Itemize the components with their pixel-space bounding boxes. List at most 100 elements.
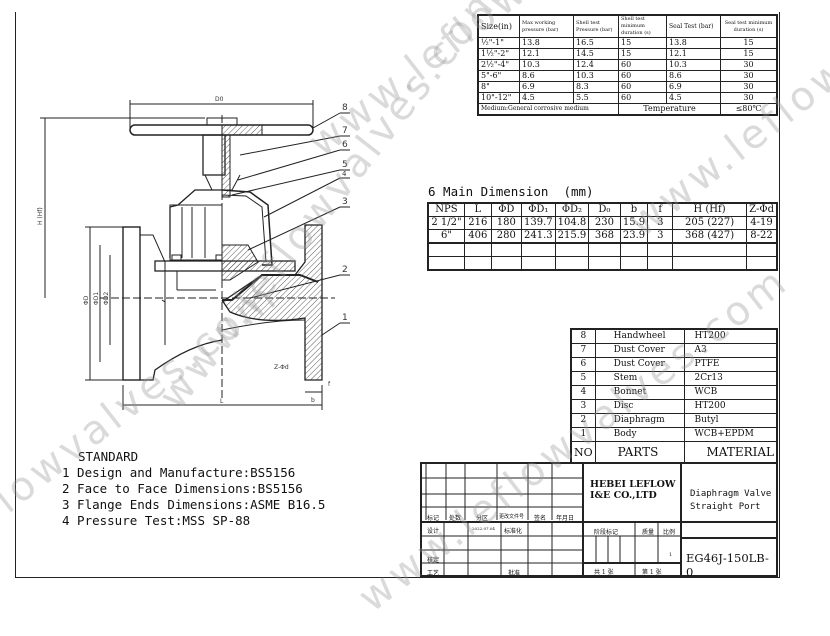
callout-8: 8 — [342, 103, 348, 113]
dim-d: ΦD — [83, 295, 90, 305]
standard-item: 4 Pressure Test:MSS SP-88 — [62, 513, 251, 528]
company-name: HEBEI LEFLOW I&E CO.,LTD — [590, 479, 676, 501]
cell: 10"-12" — [477, 92, 520, 104]
label-scale: 比例 — [663, 529, 676, 536]
cell: 6" — [427, 229, 465, 244]
cell: 30 — [720, 59, 778, 71]
part-no: 6 — [570, 357, 596, 372]
disc — [221, 244, 259, 281]
part-material: Butyl — [683, 413, 778, 428]
cell: 30 — [720, 70, 778, 82]
standard-item: 2 Face to Face Dimensions:BS5156 — [62, 481, 303, 496]
temperature-value: ≤80℃ — [720, 103, 778, 116]
left-flange — [122, 226, 141, 381]
cell: 16.5 — [573, 37, 619, 49]
col-d0: D₀ — [588, 202, 621, 217]
cell: 10.3 — [519, 59, 574, 71]
callout-1: 1 — [342, 313, 348, 323]
table-footer: Medium:General corrosive medium Temperat… — [477, 103, 778, 116]
cell: 6.9 — [519, 81, 574, 93]
scale-value: 1 — [669, 552, 673, 558]
cell: 15 — [618, 37, 667, 49]
part-no: 5 — [570, 371, 596, 386]
dim-f: f — [328, 381, 331, 388]
cell: 4.5 — [666, 92, 721, 104]
col-b: b — [619, 202, 649, 217]
part-material: WCB+EPDM — [683, 427, 778, 442]
title-block: 标记 处数 分区 更改文件号 签名 年月日 设计 2022.07.04 标准化 … — [420, 462, 778, 579]
cell: 1½"-2" — [477, 48, 520, 60]
callout-7: 7 — [342, 126, 348, 136]
callout-6: 6 — [342, 140, 348, 150]
cell: 13.8 — [519, 37, 574, 49]
cell: 104.8 — [554, 216, 590, 230]
label-approve: 批准 — [508, 570, 521, 577]
callout-3: 3 — [342, 197, 348, 207]
body-right — [221, 224, 323, 381]
drawing-frame — [15, 12, 780, 578]
cell: 230 — [588, 216, 621, 230]
header-parts: PARTS — [594, 441, 685, 463]
col-shell-duration: Shell test minimum duration (s) — [618, 14, 667, 38]
label-stage: 阶段标记 — [594, 529, 619, 536]
cell: 280 — [490, 229, 522, 244]
cell: 60 — [618, 70, 667, 82]
cell: 4.5 — [519, 92, 574, 104]
part-no: 7 — [570, 343, 596, 358]
product-name: Diaphragm Valve Straight Port — [690, 488, 771, 514]
cell: 216 — [463, 216, 492, 230]
cell: 215.9 — [554, 229, 590, 244]
dim-l: L — [220, 398, 224, 405]
cell: 8.6 — [666, 70, 721, 82]
standard-item: 3 Flange Ends Dimensions:ASME B16.5 — [62, 497, 326, 512]
col-seal-duration: Seal test minimum duration (s) — [720, 14, 778, 38]
table-header: NPS L ΦD ΦD₁ ΦD₂ D₀ b f H (Hf) Z-Φd — [427, 202, 778, 217]
callout-2: 2 — [342, 265, 348, 275]
product-line-2: Straight Port — [690, 502, 761, 512]
label-design: 设计 — [427, 528, 440, 535]
cell: 60 — [618, 81, 667, 93]
cell: 368 — [588, 229, 621, 244]
design-date: 2022.07.04 — [472, 526, 495, 531]
cell: 10.3 — [573, 70, 619, 82]
col-seal-test: Seal Test (bar) — [666, 14, 721, 38]
col-shell-pressure: Shell test Pressure (bar) — [573, 14, 619, 38]
company-line-2: I&E CO.,LTD — [590, 490, 657, 501]
table-row-empty — [427, 256, 778, 271]
dim-h: H (Hf) — [37, 207, 44, 225]
cell: 8" — [477, 81, 520, 93]
cell: 5.5 — [573, 92, 619, 104]
label-change-doc: 更改文件号 — [499, 514, 525, 520]
part-no: 8 — [570, 328, 596, 344]
title-block-grid — [420, 462, 778, 577]
body-left — [140, 339, 223, 381]
standard-notes: STANDARD 1 Design and Manufacture:BS5156… — [62, 449, 325, 529]
company-line-1: HEBEI LEFLOW — [590, 479, 676, 490]
sheet-number: 第 1 张 — [642, 569, 662, 576]
label-standardize: 标准化 — [504, 528, 523, 535]
cell: 2½"-4" — [477, 59, 520, 71]
label-weight: 质量 — [642, 529, 655, 536]
cell: 15 — [720, 37, 778, 49]
product-line-1: Diaphragm Valve — [690, 489, 772, 499]
cell: 8-22 — [746, 229, 778, 244]
cell: 15.9 — [619, 216, 649, 230]
cell: 368 (427) — [672, 229, 748, 244]
cell: 8.6 — [519, 70, 574, 82]
cell: 406 — [463, 229, 492, 244]
label-signature: 签名 — [534, 515, 547, 522]
cell: 4-19 — [746, 216, 778, 230]
cell: 12.1 — [666, 48, 721, 60]
col-z: Z-Φd — [746, 202, 778, 217]
dim-d0: D0 — [215, 96, 224, 103]
